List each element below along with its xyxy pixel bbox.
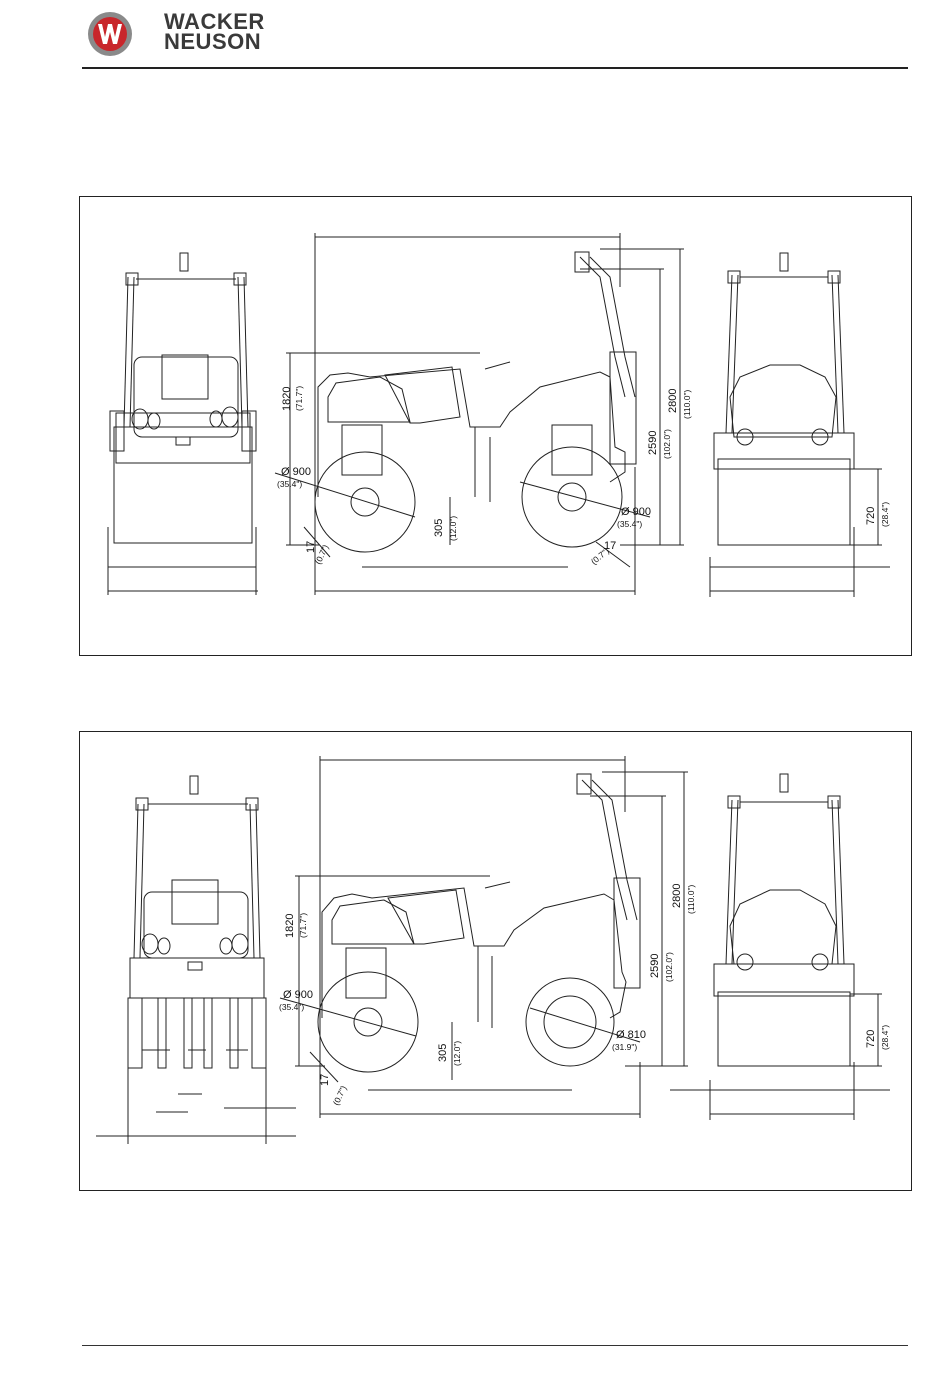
height-1820-inch-label: (71.7") [294, 386, 304, 411]
footer-rule [82, 1345, 908, 1346]
brand-logo: WACKER NEUSON [86, 10, 286, 60]
header-rule [82, 67, 908, 69]
height-2590-label: 2590 [649, 954, 661, 978]
offset-left-label: 17 [319, 1074, 331, 1086]
diameter-front-label: Ø 900 [281, 466, 311, 478]
front-view-roller [110, 253, 256, 543]
height-2800-inch-label: (110.0") [686, 885, 696, 914]
clearance-305-label: 305 [437, 1044, 449, 1062]
diameter-rear-label: Ø 810 [616, 1029, 646, 1041]
panel-1-drawing: 1820 (71.7") Ø 900 (35.4") 17 (0.7") 305… [80, 197, 911, 655]
clearance-305-label: 305 [433, 519, 445, 537]
height-1820-label: 1820 [284, 914, 296, 938]
front-view-roller-split-drum [128, 776, 266, 1068]
drum-height-720-label: 720 [865, 507, 877, 525]
drum-height-720-label: 720 [865, 1030, 877, 1048]
height-2590-label: 2590 [647, 431, 659, 455]
height-2590-inch-label: (102.0") [662, 429, 672, 459]
clearance-305-inch-label: (12.0") [452, 1041, 462, 1066]
drum-height-720-inch-label: (28.4") [880, 1025, 890, 1050]
height-2800-label: 2800 [671, 884, 683, 908]
height-2800-inch-label: (110.0") [682, 390, 692, 419]
brand-line-2: NEUSON [164, 32, 265, 52]
diameter-rear-label: Ø 900 [621, 506, 651, 518]
diameter-rear-inch-label: (31.9") [612, 1042, 637, 1052]
diameter-rear-inch-label: (35.4") [617, 519, 642, 529]
height-1820-label: 1820 [281, 387, 293, 411]
brand-name: WACKER NEUSON [164, 12, 265, 52]
panel-2-drawing: 1820 (71.7") Ø 900 (35.4") 17 (0.7") 305… [80, 732, 911, 1190]
height-2800-label: 2800 [667, 389, 679, 413]
offset-left-inch-label: (0.7") [331, 1084, 349, 1107]
rear-view-roller [714, 253, 854, 545]
dimension-drawing-panel-1: 1820 (71.7") Ø 900 (35.4") 17 (0.7") 305… [79, 196, 912, 656]
diameter-front-inch-label: (35.4") [279, 1002, 304, 1012]
dimension-drawing-panel-2: 1820 (71.7") Ø 900 (35.4") 17 (0.7") 305… [79, 731, 912, 1191]
offset-left-label: 17 [305, 541, 317, 553]
side-view-roller [315, 252, 636, 552]
diameter-front-label: Ø 900 [283, 989, 313, 1001]
rear-view-roller-combi [714, 774, 854, 1066]
diameter-front-inch-label: (35.4") [277, 479, 302, 489]
wacker-neuson-logo-icon [86, 10, 146, 60]
drum-height-720-inch-label: (28.4") [880, 502, 890, 527]
height-1820-inch-label: (71.7") [298, 913, 308, 938]
height-2590-inch-label: (102.0") [664, 952, 674, 982]
clearance-305-inch-label: (12.0") [448, 516, 458, 541]
